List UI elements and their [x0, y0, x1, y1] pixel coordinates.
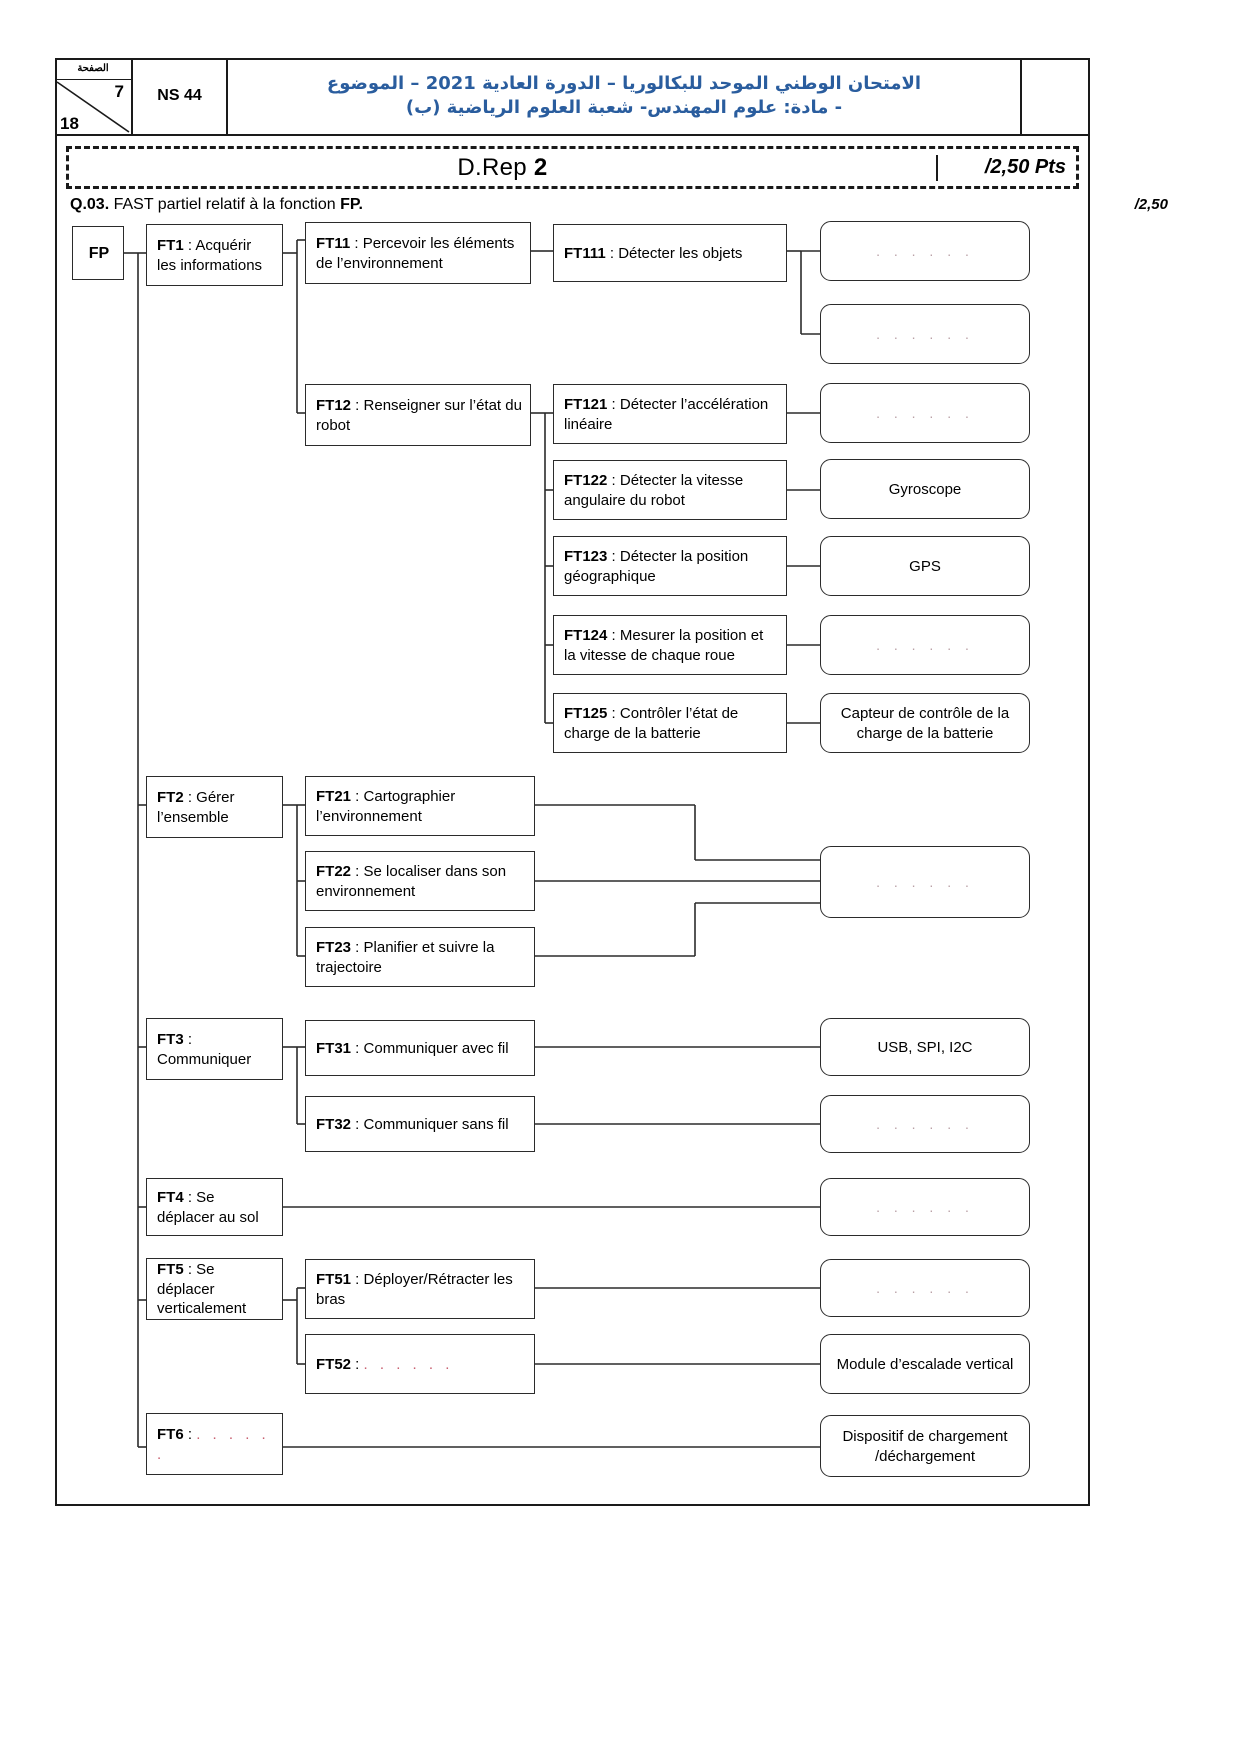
node-ft3[interactable]: FT3 : Communiquer: [146, 1018, 283, 1080]
solution-ft121-text: . . . . . .: [876, 405, 974, 422]
solution-ft111-b[interactable]: . . . . . .: [820, 304, 1030, 364]
solution-ft4[interactable]: . . . . . .: [820, 1178, 1030, 1236]
page-label-arabic: الصفحة: [55, 58, 131, 80]
banner-divider: [936, 154, 938, 181]
solution-ft6[interactable]: Dispositif de chargement /déchargement: [820, 1415, 1030, 1477]
drep-text: D.Rep: [457, 153, 527, 181]
node-ft1-label: FT1 : Acquérir les informations: [157, 236, 263, 274]
node-ft2-label: FT2 : Gérer l’ensemble: [157, 788, 235, 826]
question-number: Q.03.: [70, 196, 110, 213]
solution-ft111-a-text: . . . . . .: [876, 243, 974, 260]
solution-ft31-text: USB, SPI, I2C: [877, 1038, 973, 1056]
node-ft12[interactable]: FT12 : Renseigner sur l’état du robot: [305, 384, 531, 446]
node-ft121[interactable]: FT121 : Détecter l’accélération linéaire: [553, 384, 787, 444]
solution-ft111-b-text: . . . . . .: [876, 326, 974, 343]
node-ft6[interactable]: FT6 : . . . . . .: [146, 1413, 283, 1475]
solution-ft121[interactable]: . . . . . .: [820, 383, 1030, 443]
node-ft21-label: FT21 : Cartographier l’environnement: [316, 787, 456, 825]
node-ft32[interactable]: FT32 : Communiquer sans fil: [305, 1096, 535, 1152]
node-ft1[interactable]: FT1 : Acquérir les informations: [146, 224, 283, 286]
node-ft11[interactable]: FT11 : Percevoir les éléments de l’envir…: [305, 222, 531, 284]
node-ft4-label: FT4 : Se déplacer au sol: [157, 1188, 259, 1226]
page-current: 7: [114, 82, 124, 101]
node-ft22[interactable]: FT22 : Se localiser dans son environneme…: [305, 851, 535, 911]
node-ft125-label: FT125 : Contrôler l’état de charge de la…: [564, 704, 739, 742]
node-ft12-label: FT12 : Renseigner sur l’état du robot: [316, 396, 522, 434]
solution-ft51[interactable]: . . . . . .: [820, 1259, 1030, 1317]
solution-ft122[interactable]: Gyroscope: [820, 459, 1030, 519]
node-ft121-label: FT121 : Détecter l’accélération linéaire: [564, 395, 769, 433]
node-ft111[interactable]: FT111 : Détecter les objets: [553, 224, 787, 282]
node-ft51[interactable]: FT51 : Déployer/Rétracter les bras: [305, 1259, 535, 1319]
solution-ft111-a[interactable]: . . . . . .: [820, 221, 1030, 281]
node-ft5[interactable]: FT5 : Se déplacer verticalement: [146, 1258, 283, 1320]
node-ft4[interactable]: FT4 : Se déplacer au sol: [146, 1178, 283, 1236]
node-ft5-label: FT5 : Se déplacer verticalement: [157, 1260, 247, 1318]
node-fp-label: FP: [88, 244, 110, 262]
node-ft2[interactable]: FT2 : Gérer l’ensemble: [146, 776, 283, 838]
page-number-diagonal: 7 18: [55, 80, 131, 134]
node-ft124[interactable]: FT124 : Mesurer la position et la vitess…: [553, 615, 787, 675]
question-points: /2,50: [1134, 196, 1168, 213]
solution-ft4-text: . . . . . .: [876, 1199, 974, 1216]
banner-points: /2,50 Pts: [984, 156, 1066, 178]
page-number-cell: الصفحة 7 18: [55, 58, 133, 134]
node-ft122[interactable]: FT122 : Détecter la vitesse angulaire du…: [553, 460, 787, 520]
node-ft124-label: FT124 : Mesurer la position et la vitess…: [564, 626, 764, 664]
solution-ft123-text: GPS: [909, 557, 941, 575]
node-ft125[interactable]: FT125 : Contrôler l’état de charge de la…: [553, 693, 787, 753]
solution-ft125-text: Capteur de contrôle de la charge de la b…: [840, 704, 1010, 742]
solution-ft2[interactable]: . . . . . .: [820, 846, 1030, 918]
solution-ft124-text: . . . . . .: [876, 637, 974, 654]
node-ft31[interactable]: FT31 : Communiquer avec fil: [305, 1020, 535, 1076]
node-ft23[interactable]: FT23 : Planifier et suivre la trajectoir…: [305, 927, 535, 987]
node-ft6-label: FT6 : . . . . . .: [157, 1425, 270, 1463]
exam-header: الصفحة 7 18 NS 44 الامتحان الوطني الموحد…: [55, 58, 1090, 136]
question-heading: Q.03. FAST partiel relatif à la fonction…: [70, 196, 363, 214]
exam-title-line-2: - مادة: علوم المهندس- شعبة العلوم الرياض…: [405, 97, 843, 118]
node-ft52[interactable]: FT52 : . . . . . .: [305, 1334, 535, 1394]
exam-title-line-1: الامتحان الوطني الموحد للبكالوريا – الدو…: [326, 72, 922, 94]
solution-ft32-text: . . . . . .: [876, 1116, 974, 1133]
solution-ft6-text: Dispositif de chargement /déchargement: [842, 1427, 1008, 1465]
node-ft123-label: FT123 : Détecter la position géographiqu…: [564, 547, 749, 585]
drep-number: 2: [533, 153, 548, 181]
node-ft51-label: FT51 : Déployer/Rétracter les bras: [316, 1270, 513, 1308]
solution-ft122-text: Gyroscope: [888, 480, 962, 498]
answer-sheet-banner: D.Rep 2 /2,50 Pts: [66, 146, 1079, 189]
question-text: FAST partiel relatif à la fonction: [109, 196, 341, 213]
solution-ft51-text: . . . . . .: [876, 1280, 974, 1297]
node-ft3-label: FT3 : Communiquer: [157, 1030, 252, 1068]
node-ft122-label: FT122 : Détecter la vitesse angulaire du…: [564, 471, 744, 509]
node-ft23-label: FT23 : Planifier et suivre la trajectoir…: [316, 938, 495, 976]
node-ft52-blank: . . . . . .: [363, 1355, 454, 1373]
solution-ft32[interactable]: . . . . . .: [820, 1095, 1030, 1153]
exam-title: الامتحان الوطني الموحد للبكالوريا – الدو…: [228, 58, 1022, 134]
solution-ft2-text: . . . . . .: [876, 874, 974, 891]
node-ft32-label: FT32 : Communiquer sans fil: [316, 1115, 509, 1133]
node-ft111-label: FT111 : Détecter les objets: [564, 244, 743, 262]
node-ft31-label: FT31 : Communiquer avec fil: [316, 1039, 509, 1057]
answer-sheet-label: D.Rep 2: [69, 154, 936, 182]
node-ft6-blank: . . . . . .: [157, 1425, 270, 1463]
solution-ft124[interactable]: . . . . . .: [820, 615, 1030, 675]
page-border: [55, 58, 1090, 1506]
exam-code: NS 44: [133, 58, 228, 134]
solution-ft123[interactable]: GPS: [820, 536, 1030, 596]
node-ft52-label: FT52 : . . . . . .: [316, 1355, 454, 1373]
node-ft22-label: FT22 : Se localiser dans son environneme…: [316, 862, 507, 900]
solution-ft31[interactable]: USB, SPI, I2C: [820, 1018, 1030, 1076]
node-fp[interactable]: FP: [72, 226, 124, 280]
node-ft123[interactable]: FT123 : Détecter la position géographiqu…: [553, 536, 787, 596]
solution-ft52[interactable]: Module d’escalade vertical: [820, 1334, 1030, 1394]
node-ft11-label: FT11 : Percevoir les éléments de l’envir…: [316, 234, 515, 272]
question-function: FP.: [340, 196, 363, 213]
solution-ft52-text: Module d’escalade vertical: [836, 1355, 1014, 1373]
page-total: 18: [60, 114, 79, 133]
solution-ft125[interactable]: Capteur de contrôle de la charge de la b…: [820, 693, 1030, 753]
node-ft21[interactable]: FT21 : Cartographier l’environnement: [305, 776, 535, 836]
